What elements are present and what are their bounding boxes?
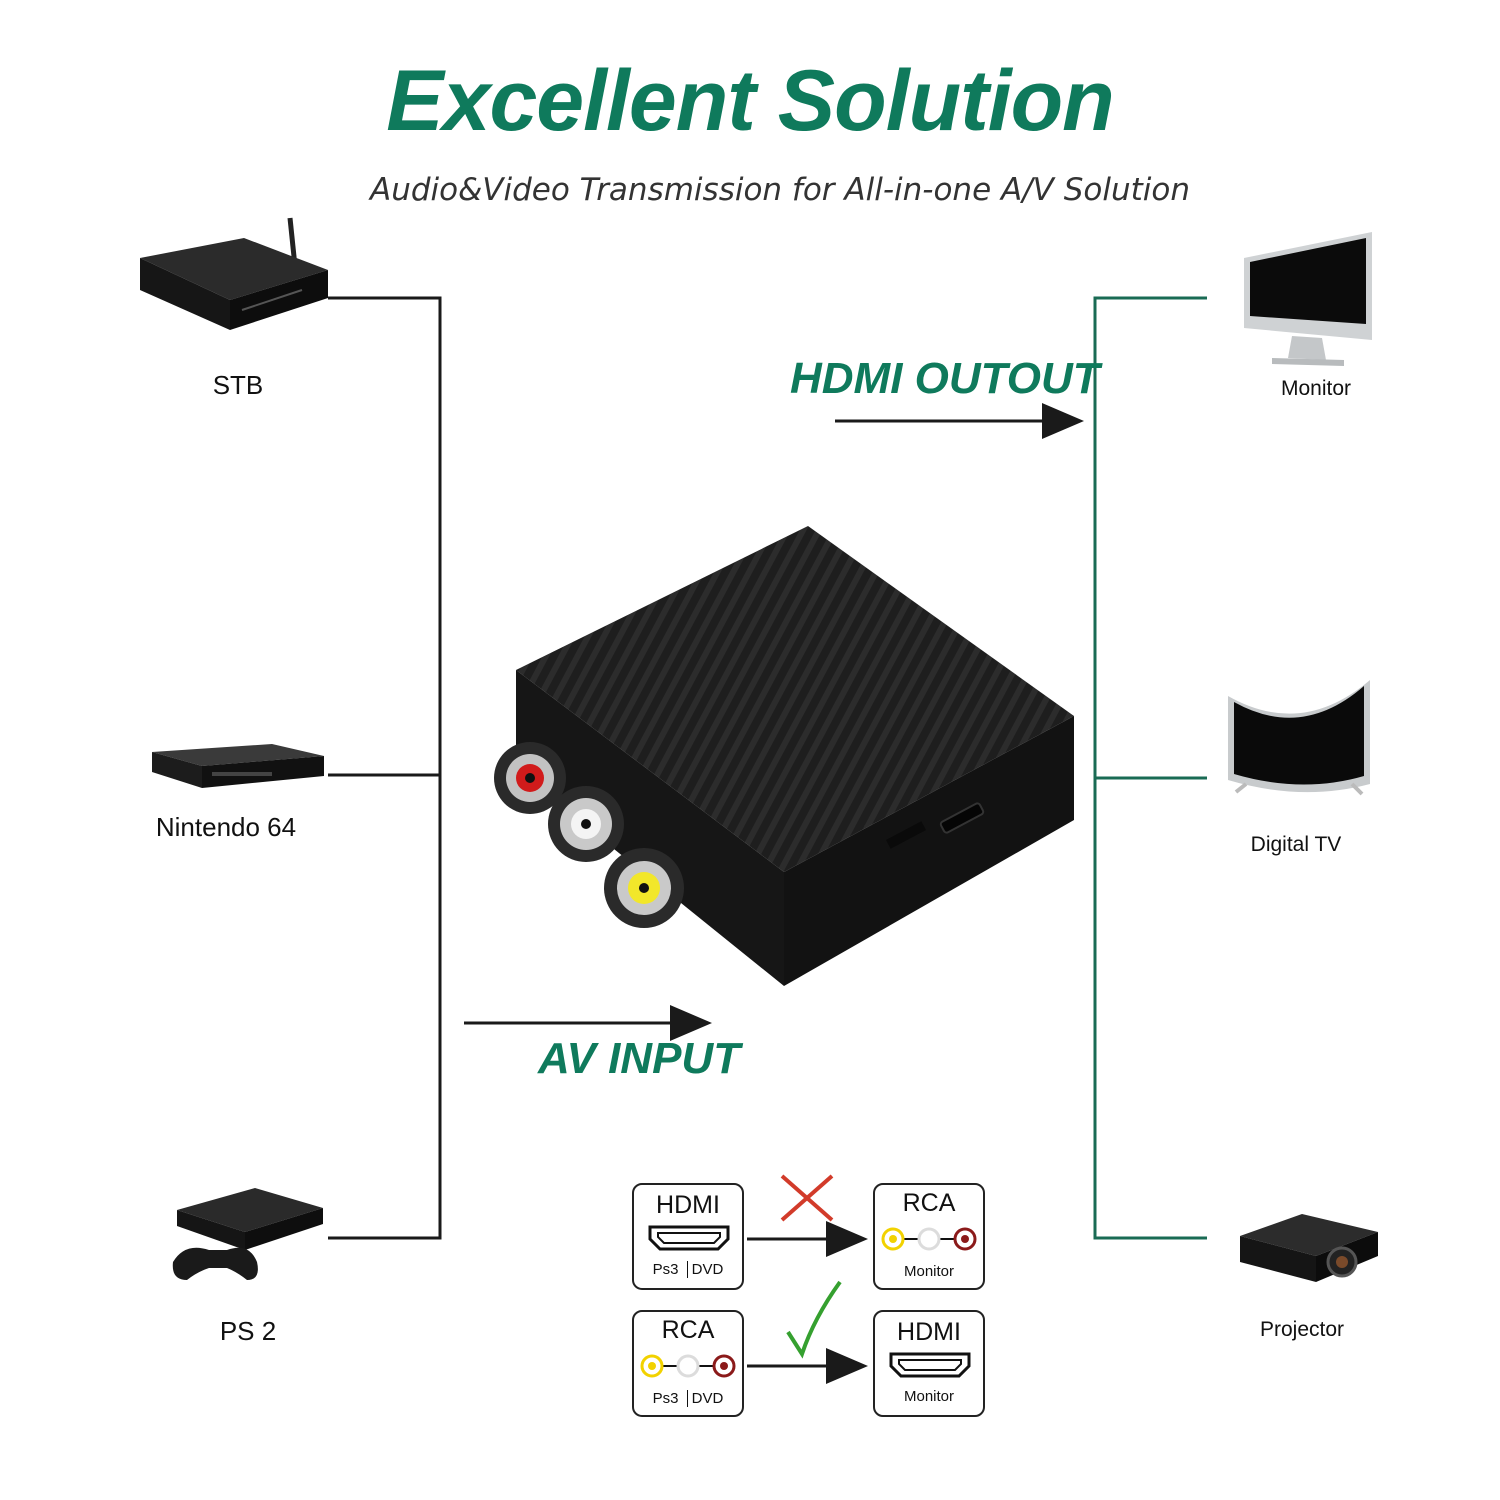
compat-target-foot-2: Monitor [903, 1388, 955, 1405]
compat-source-foot-left-1: Ps3 [652, 1261, 679, 1278]
compat-target-foot-1: Monitor [903, 1263, 955, 1280]
compat-source-foot-left-2: Ps3 [652, 1390, 679, 1407]
output-bracket-line [1093, 296, 1207, 1240]
compat-source-foot-right-2: DVD [691, 1390, 724, 1407]
projector-icon [1240, 1214, 1378, 1282]
compat-source-box-2: RCA Ps3 DVD [632, 1310, 744, 1417]
page-title: Excellent Solution [386, 53, 1114, 149]
page-subtitle: Audio&Video Transmission for All-in-one … [369, 172, 1191, 208]
rca-red-jack [494, 742, 566, 814]
checkmark-icon [786, 1280, 842, 1359]
compat-source-box-1: HDMI Ps3 DVD [632, 1183, 744, 1290]
compat-source-head-2: RCA [661, 1316, 715, 1344]
hdmi-port-icon [889, 1352, 971, 1378]
compat-target-box-2: HDMI Monitor [873, 1310, 985, 1417]
set-top-box-icon [140, 217, 328, 330]
monitor-icon [1244, 232, 1372, 366]
av-input-label: AV INPUT [538, 1034, 741, 1083]
compat-target-head-2: HDMI [897, 1318, 961, 1346]
input-label-ps2: PS 2 [219, 1316, 277, 1346]
rca-white-jack [548, 786, 624, 862]
rca-yellow-jack [604, 848, 684, 928]
input-bracket-line [328, 296, 442, 1240]
hdmi-port-icon [648, 1225, 730, 1251]
curved-tv-icon [1228, 680, 1370, 796]
input-label-nintendo-64: Nintendo 64 [155, 812, 297, 842]
rca-jacks-icon [881, 1227, 977, 1251]
hdmi-output-label: HDMI OUTOUT [790, 354, 1100, 403]
cross-icon [780, 1174, 834, 1222]
compat-source-foot-right-1: DVD [691, 1261, 724, 1278]
compat-source-head-1: HDMI [656, 1191, 720, 1219]
compat-target-head-1: RCA [902, 1189, 956, 1217]
compat-target-box-1: RCA Monitor [873, 1183, 985, 1290]
rca-jacks-icon [640, 1354, 736, 1378]
output-label-digital-tv: Digital TV [1250, 833, 1342, 856]
compat-source-foot-2: Ps3 DVD [634, 1390, 742, 1407]
game-console-icon [172, 1188, 323, 1280]
compat-source-foot-1: Ps3 DVD [634, 1261, 742, 1278]
av-to-hdmi-converter-icon [494, 526, 1074, 986]
output-label-monitor: Monitor [1280, 377, 1352, 400]
media-player-icon [152, 744, 324, 788]
output-label-projector: Projector [1259, 1318, 1345, 1341]
input-label-stb: STB [212, 370, 264, 400]
